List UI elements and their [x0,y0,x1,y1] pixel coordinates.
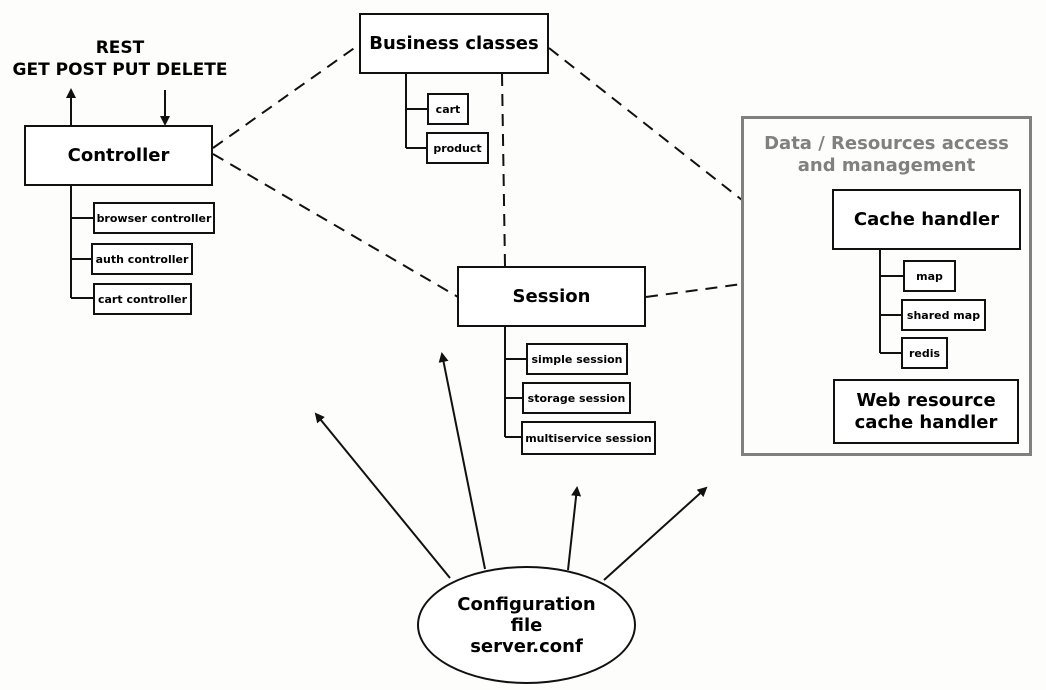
controller-tree [70,185,93,299]
multiservice-session-label: multiservice session [525,431,652,445]
link-business-session [501,73,506,267]
auth-controller-label: auth controller [95,252,189,266]
link-session-data [645,283,743,298]
rest-methods: GET POST PUT DELETE [12,60,228,80]
shared-map-label: shared map [906,308,981,322]
config-line2: file [510,614,543,636]
controller-child-cart: cart controller [93,283,192,315]
web-resource-cache-box: Web resource cache handler [833,379,1019,444]
session-title: Session [512,286,591,307]
data-title-line2: and management [797,155,976,176]
cache-tree [879,249,903,354]
controller-title: Controller [67,145,170,166]
web-cache-line1: Web resource [856,389,996,411]
cache-child-redis: redis [901,337,948,369]
data-resources-title: Data / Resources access and management [741,133,1032,177]
data-resources-group [741,116,1032,456]
session-tree [504,326,526,438]
data-title-line1: Data / Resources access [764,133,1009,154]
business-title: Business classes [369,33,539,54]
config-arrow-session [567,486,582,571]
controller-box: Controller [24,125,213,186]
web-cache-line2: cache handler [854,411,998,433]
link-controller-session [212,153,459,298]
config-line1: Configuration [457,593,596,615]
simple-session-label: simple session [531,352,623,366]
cache-child-shared-map: shared map [901,299,986,331]
redis-label: redis [908,346,941,360]
session-box: Session [457,266,646,327]
config-arrow-controller [314,412,451,579]
business-child-product: product [426,132,489,164]
controller-child-browser: browser controller [93,202,215,234]
link-business-data [548,47,743,201]
config-arrow-data [603,486,708,581]
configuration-file-ellipse: Configuration file server.conf [417,566,636,684]
rest-label: REST GET POST PUT DELETE [5,37,235,81]
cache-handler-box: Cache handler [832,189,1021,250]
business-tree [405,74,427,149]
session-child-simple: simple session [526,343,628,375]
session-child-multiservice: multiservice session [521,421,656,455]
cart-controller-label: cart controller [97,292,188,306]
cache-handler-title: Cache handler [853,209,1000,230]
session-child-storage: storage session [522,382,631,414]
link-controller-business [212,43,361,149]
product-label: product [433,141,482,155]
map-label: map [916,269,943,283]
browser-controller-label: browser controller [96,211,212,225]
controller-child-auth: auth controller [91,243,193,275]
cart-label: cart [435,102,461,116]
config-line3: server.conf [470,635,583,657]
business-child-cart: cart [427,93,469,125]
config-arrow-business [438,352,486,570]
rest-title: REST [95,38,145,58]
storage-session-label: storage session [527,391,626,405]
business-box: Business classes [359,13,549,74]
cache-child-map: map [903,260,956,292]
